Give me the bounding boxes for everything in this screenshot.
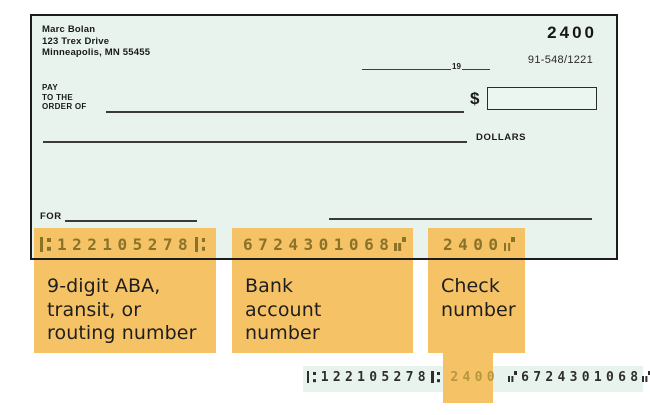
payer-address-line2: Minneapolis, MN 55455 [42,47,151,58]
date-blank-line [362,60,451,70]
amount-words-blank-line [43,141,467,143]
label-line: number [245,322,320,344]
check-number-highlight [428,228,525,353]
micr-check-number: 2400 [443,235,504,254]
pay-label-line: PAY [42,83,59,92]
micr-onus-icon [642,371,650,383]
date-year-prefix: 19 [452,62,461,71]
routing-number-label: 9-digit ABA, transit, or routing number [47,275,197,346]
memo-for-label: FOR [40,211,62,222]
label-line: Bank [245,275,294,297]
micr-transit-icon [194,237,207,252]
check-number-connector [443,350,493,403]
micr-onus-icon [507,371,518,383]
date-field: 19 [362,60,490,71]
pay-label-line: ORDER OF [42,102,87,112]
label-line: transit, or [47,298,142,321]
bottom-micr-check-number: 2400 [450,369,499,385]
payer-name: Marc Bolan [42,24,96,35]
memo-blank-line [65,220,197,222]
label-line: number [441,298,516,321]
micr-account-segment: 6724301068 [243,235,406,254]
signature-blank-line [329,218,592,220]
bottom-micr-routing-number: 122105278 [320,369,430,385]
pay-label-line: TO THE [42,92,73,102]
fractional-routing-number: 91-548/1221 [527,54,593,66]
micr-onus-icon [503,237,516,251]
label-line: Check [441,275,500,297]
label-line: 9-digit ABA, [47,275,161,297]
micr-transit-icon [307,371,317,384]
amount-box [487,87,597,110]
bottom-micr-account-number: 6724301068 [521,369,643,385]
routing-number-highlight [34,228,216,353]
dollar-sign: $ [470,89,480,108]
pay-to-the-order-of-label: PAY TO THE ORDER OF [42,83,87,112]
payee-blank-line [106,111,464,113]
check: Marc Bolan 123 Trex Drive Minneapolis, M… [30,14,618,260]
micr-onus-icon [394,237,406,251]
micr-routing-number: 122105278 [56,235,194,254]
label-line: routing number [47,322,197,344]
micr-check-number-segment: 2400 [443,235,516,254]
micr-transit-icon [431,371,441,384]
check-bottom-border [30,257,618,260]
account-number-highlight [232,228,413,353]
payer-address-line1: 123 Trex Drive [42,35,110,47]
account-number-label: Bank account number [245,275,321,346]
label-line: account [245,298,322,321]
bottom-micr-line: 122105278 2400 6724301068 [307,370,650,385]
date-year-blank-line [461,60,490,70]
check-number-label: Check number [441,275,516,322]
micr-account-number: 6724301068 [243,235,395,254]
micr-routing-segment: 122105278 [40,235,207,254]
check-number-printed: 2400 [547,23,597,42]
payer-block: Marc Bolan 123 Trex Drive Minneapolis, M… [42,24,150,59]
micr-transit-icon [40,237,52,252]
dollars-label: DOLLARS [476,132,527,143]
